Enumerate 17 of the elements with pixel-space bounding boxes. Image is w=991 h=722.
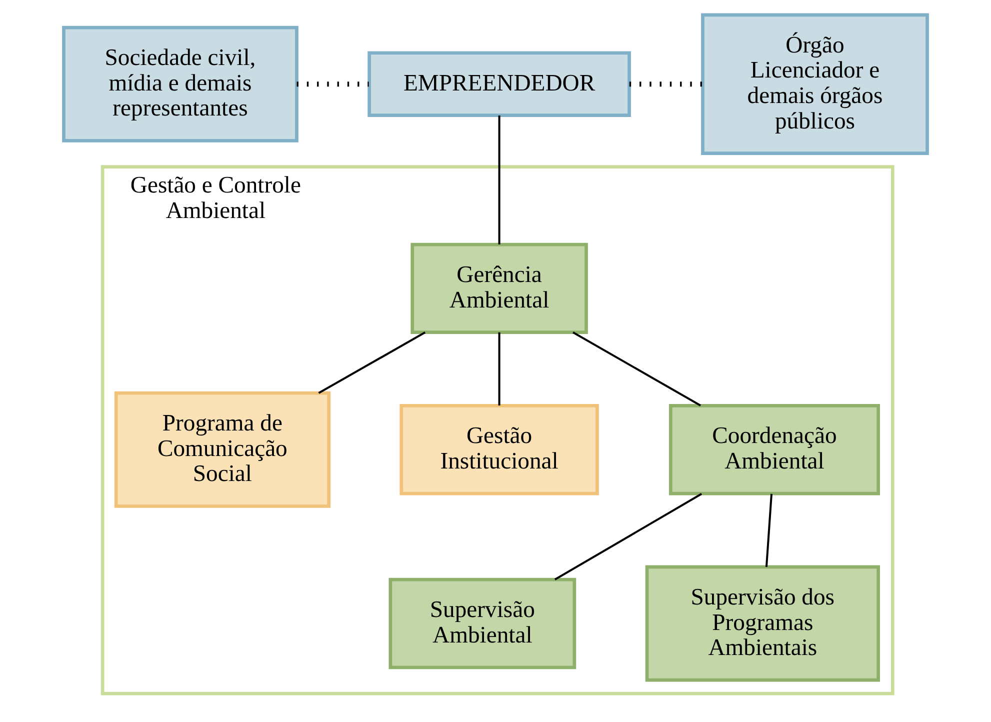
connector (572, 332, 702, 406)
connector (554, 493, 702, 580)
connector (629, 82, 703, 87)
node-box: EMPREENDEDOR (368, 51, 631, 118)
node-box: Órgão Licenciador e demais órgãos públicos (701, 13, 929, 156)
node-box: Sociedade civil, mídia e demais representantes (62, 26, 298, 142)
connector (498, 332, 500, 406)
node-box: Supervisão Ambiental (388, 578, 576, 670)
connector (318, 332, 426, 394)
node-box: Programa de Comunicação Social (114, 391, 330, 508)
connector (296, 82, 369, 87)
connector (765, 494, 773, 567)
connector (498, 115, 500, 244)
node-box: Gestão Institucional (400, 404, 599, 496)
node-box: Supervisão dos Programas Ambientais (645, 565, 880, 682)
node-box: Coordenação Ambiental (668, 404, 880, 496)
node-box: Gerência Ambiental (410, 242, 588, 334)
